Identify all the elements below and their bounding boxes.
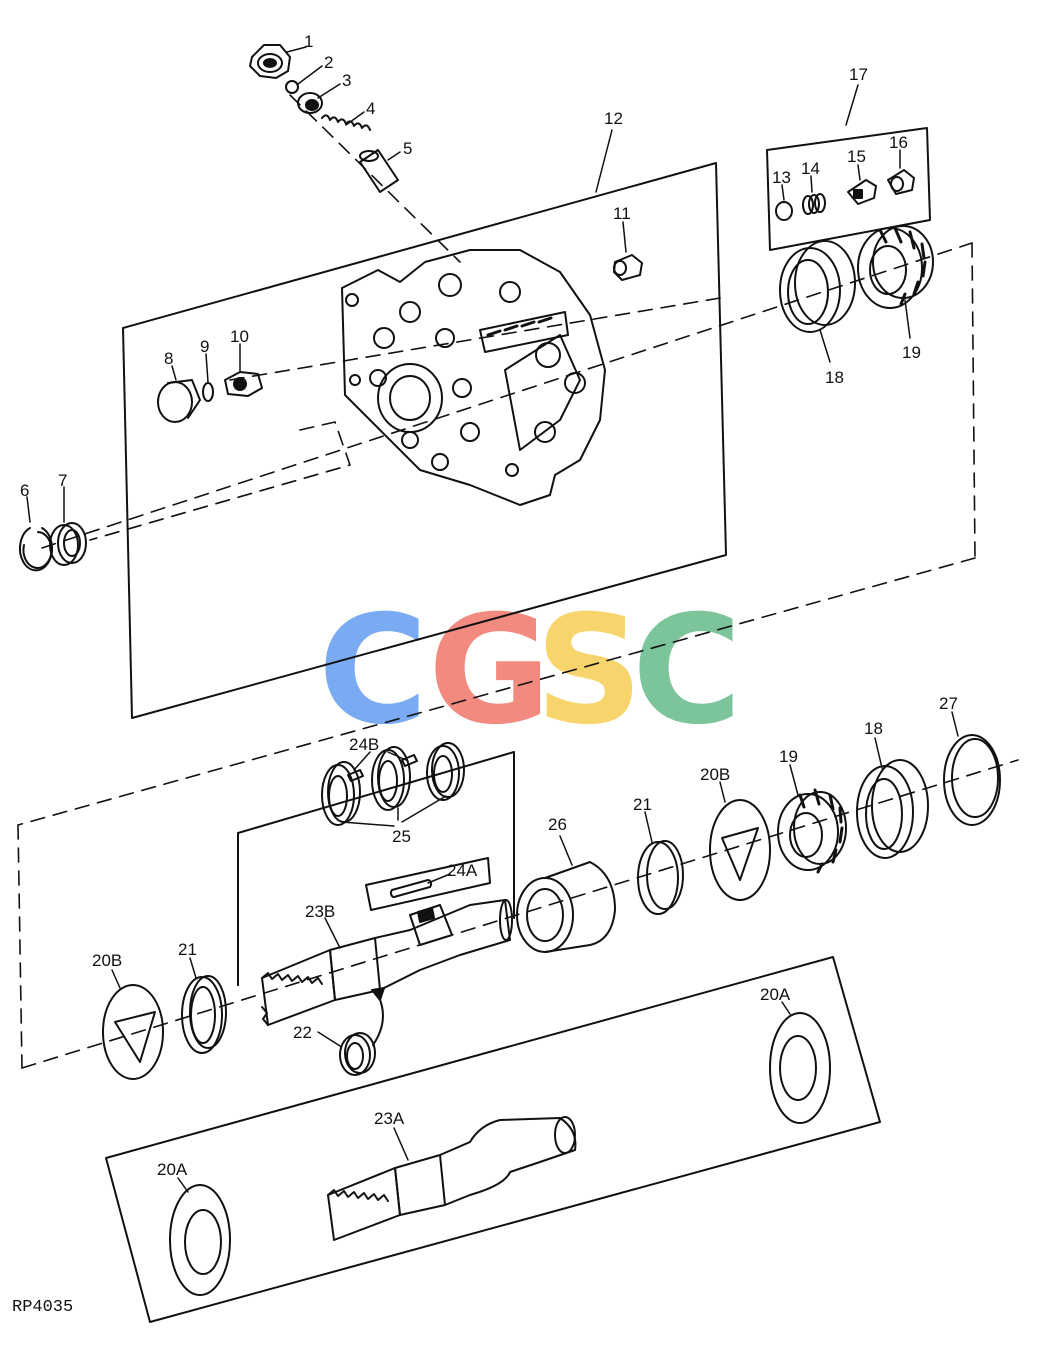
callout-15: 15 bbox=[847, 147, 866, 166]
snap-ring-21-lower bbox=[181, 975, 227, 1054]
callout-20b-upper: 20B bbox=[700, 765, 730, 784]
callout-25: 25 bbox=[392, 827, 411, 846]
thrust-washer-20a-right bbox=[769, 1012, 831, 1124]
callout-9: 9 bbox=[200, 337, 209, 356]
callout-22: 22 bbox=[293, 1023, 312, 1042]
callout-23b: 23B bbox=[305, 902, 335, 921]
callout-11: 11 bbox=[613, 204, 631, 223]
plug-11 bbox=[613, 254, 643, 281]
plunger-5 bbox=[359, 149, 399, 193]
callout-20a-left: 20A bbox=[157, 1160, 188, 1179]
thrust-washer-20b-upper bbox=[709, 799, 771, 901]
callout-20b-lower: 20B bbox=[92, 951, 122, 970]
o-ring-9 bbox=[202, 382, 214, 402]
callout-7: 7 bbox=[58, 471, 67, 490]
callout-8: 8 bbox=[164, 349, 173, 368]
ball-2 bbox=[285, 80, 299, 94]
callout-1: 1 bbox=[304, 32, 313, 51]
pins-24b bbox=[347, 754, 418, 782]
figure-code: RP4035 bbox=[12, 1298, 73, 1317]
pump-housing-12 bbox=[341, 249, 606, 506]
callout-26: 26 bbox=[548, 815, 567, 834]
seal-7 bbox=[49, 522, 87, 566]
callout-18-top: 18 bbox=[825, 368, 844, 387]
callout-4: 4 bbox=[366, 99, 375, 118]
callout-20a-right: 20A bbox=[760, 985, 791, 1004]
callout-24a: 24A bbox=[447, 861, 478, 880]
callout-16: 16 bbox=[889, 133, 908, 152]
bearing-cone-19-top bbox=[857, 225, 934, 309]
seat-3 bbox=[297, 92, 323, 114]
drive-shaft-23a bbox=[327, 1116, 577, 1241]
watermark-letter-3: S bbox=[535, 584, 643, 758]
callout-18-lower: 18 bbox=[864, 719, 883, 738]
callout-3: 3 bbox=[342, 71, 351, 90]
pin-kit-frame-24a bbox=[365, 857, 491, 911]
callout-5: 5 bbox=[403, 139, 412, 158]
callout-14: 14 bbox=[801, 159, 820, 178]
spring-14 bbox=[802, 193, 826, 215]
callout-23a: 23A bbox=[374, 1109, 405, 1128]
bearing-cone-19-lower bbox=[777, 788, 847, 874]
seal-ring-27 bbox=[943, 734, 1001, 826]
seal-rings-25 bbox=[321, 742, 465, 826]
seal-22 bbox=[339, 1032, 376, 1076]
watermark-letter-1: C bbox=[318, 584, 428, 758]
callout-12: 12 bbox=[604, 109, 623, 128]
snap-ring-6 bbox=[19, 527, 53, 572]
callout-13: 13 bbox=[772, 168, 791, 187]
snap-ring-21-upper bbox=[637, 840, 684, 915]
callout-21-lower: 21 bbox=[178, 940, 197, 959]
valve-15 bbox=[847, 179, 877, 205]
plug-16 bbox=[887, 169, 915, 195]
pin-24a bbox=[389, 878, 433, 899]
callout-19-lower: 19 bbox=[779, 747, 798, 766]
callout-2: 2 bbox=[324, 53, 333, 72]
spring-4 bbox=[321, 114, 371, 131]
callout-27: 27 bbox=[939, 694, 958, 713]
bearing-cup-18-lower bbox=[856, 759, 929, 859]
install-arrow-head bbox=[371, 987, 385, 1001]
callout-17: 17 bbox=[849, 65, 868, 84]
callout-19-top: 19 bbox=[902, 343, 921, 362]
watermark-letter-4: C bbox=[632, 584, 742, 758]
cap-nut-1 bbox=[249, 44, 291, 79]
assembly-center-lines bbox=[17, 94, 1019, 1069]
shaft-assembly-frame-23a bbox=[105, 956, 881, 1323]
callout-10: 10 bbox=[230, 327, 249, 346]
housing-group-frame bbox=[122, 162, 727, 719]
drive-shaft-23b bbox=[261, 899, 513, 1026]
valve-kit-frame-17 bbox=[766, 127, 931, 251]
callout-21-upper: 21 bbox=[633, 795, 652, 814]
plug-8 bbox=[157, 379, 201, 423]
thrust-washer-20a-left bbox=[169, 1184, 231, 1296]
leader-lines bbox=[26, 46, 959, 1193]
callout-24b: 24B bbox=[349, 735, 379, 754]
callout-6: 6 bbox=[20, 481, 29, 500]
watermark-letter-2: G bbox=[428, 584, 551, 758]
bearing-cup-18-top bbox=[779, 240, 856, 333]
thrust-washer-20b-lower bbox=[102, 984, 164, 1080]
install-arrow bbox=[372, 994, 384, 1046]
watermark: C G S C bbox=[318, 584, 742, 758]
disk-13 bbox=[775, 201, 793, 221]
bearing-housing-26 bbox=[516, 861, 616, 953]
